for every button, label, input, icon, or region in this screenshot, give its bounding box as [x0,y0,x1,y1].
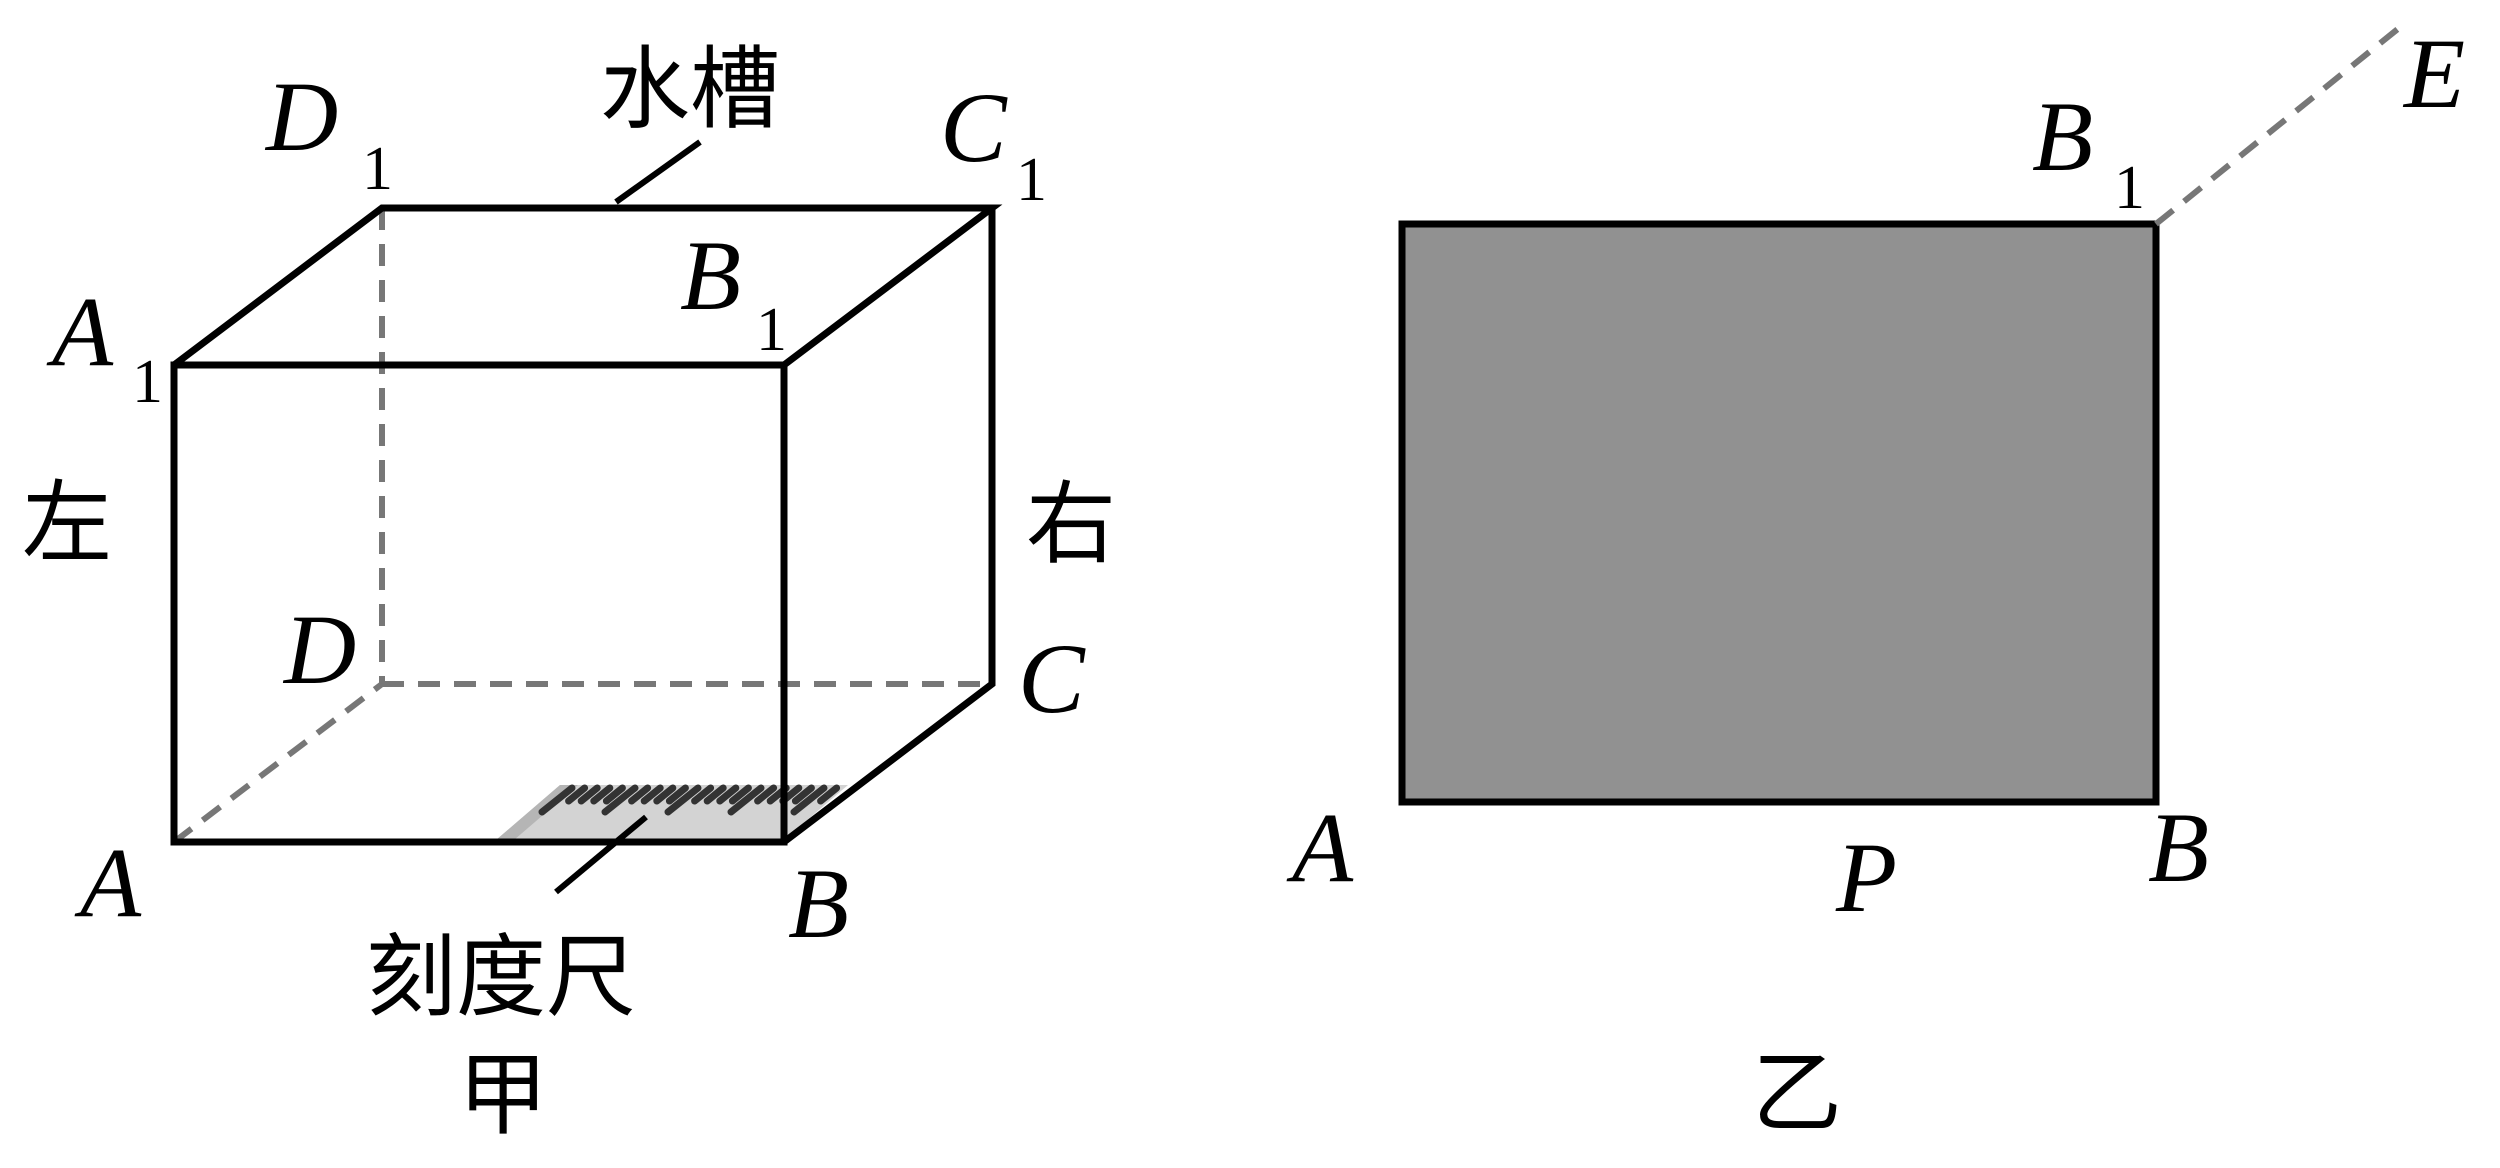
ruler-pointer [554,814,648,895]
ruler-tick [628,784,652,805]
ruler-tick [640,784,664,805]
label-b1-sub: 1 [2114,154,2145,222]
ruler-tick [727,784,765,816]
ruler-tick [716,784,740,805]
label-a: A [74,827,142,938]
caption-yi: 乙 [1752,1041,1842,1146]
ruler-tick [577,784,601,805]
label-b1: B [680,220,741,331]
ruler-tick [754,784,778,805]
ruler-tick [664,784,702,816]
label-d: D [282,594,356,705]
left-label: 左 [22,471,112,576]
shaded-rectangle [1398,220,2160,806]
ruler-tick [817,784,841,805]
figure-jia: 水槽 D 1 C 1 B 1 A 1 左 右 D C A B 刻度尺 甲 [22,37,1116,1148]
label-b: B [788,848,849,959]
ruler-tick [538,784,576,816]
ruler-tick [790,784,828,816]
label-c1: C [940,72,1008,183]
label-b: B [2148,792,2209,903]
label-a: A [1286,792,1354,903]
ruler-tick [703,784,727,805]
edge-ad [172,681,384,845]
caption-jia: 甲 [458,1043,548,1148]
label-d1: D [264,61,338,172]
ruler-tick [601,784,639,816]
ruler-tick [791,784,815,805]
tank-label: 水槽 [600,37,780,142]
label-a1-sub: 1 [132,348,163,416]
label-a1: A [46,276,114,387]
label-b1: B [2032,81,2093,192]
ruler-tick [691,784,715,805]
tank-pointer [614,139,702,205]
ruler-tick [728,784,752,805]
label-b1-sub: 1 [756,296,787,364]
ruler-tick [665,784,689,805]
label-p: P [1835,822,1897,933]
ruler-tick [565,784,589,805]
right-edges [781,208,996,845]
ruler-tick [602,784,626,805]
right-label: 右 [1026,472,1116,577]
figure-yi: E B 1 A P B 乙 [1286,18,2465,1146]
ruler-ticks [538,784,841,816]
top-edges [171,204,1003,368]
ruler-label: 刻度尺 [366,925,636,1030]
label-c1-sub: 1 [1016,146,1047,214]
label-c: C [1018,623,1086,734]
label-e: E [2402,18,2465,129]
ruler-tick [653,784,677,805]
ruler-tick [590,784,614,805]
dashed-b1-e [2154,21,2406,227]
label-d1-sub: 1 [362,135,393,203]
